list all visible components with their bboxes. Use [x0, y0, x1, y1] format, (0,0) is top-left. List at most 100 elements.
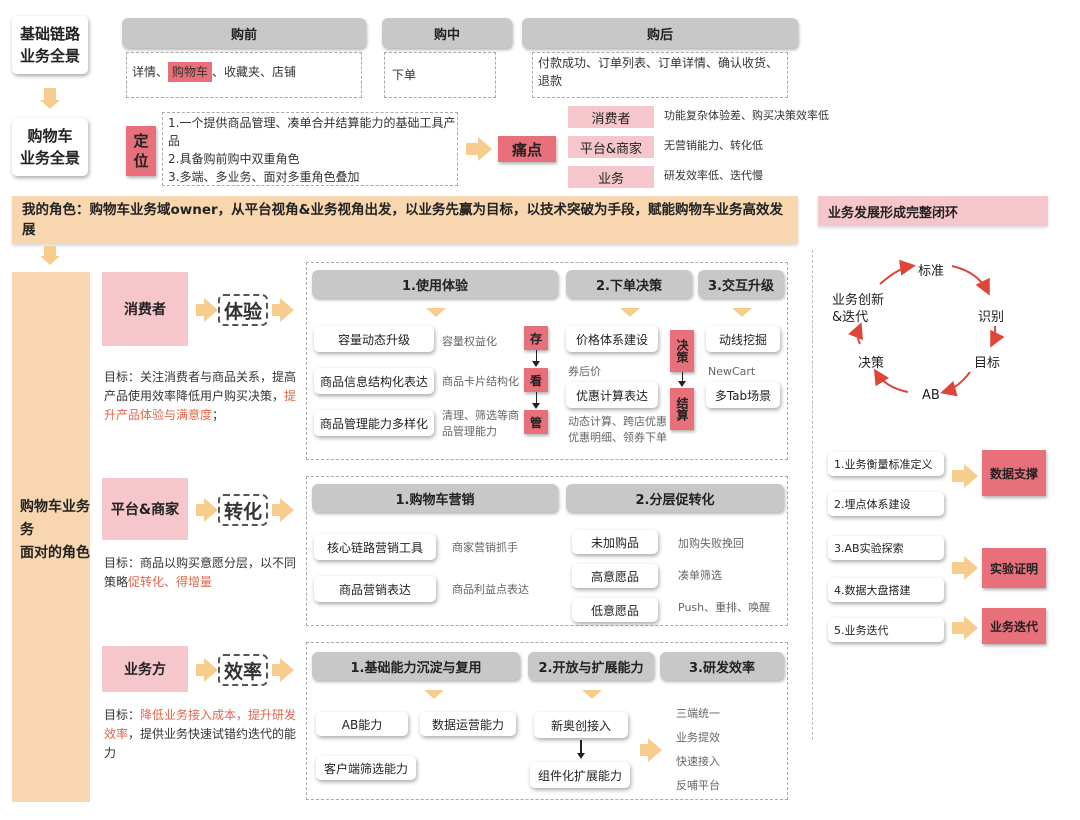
down-arrow-icon — [732, 308, 752, 317]
flow-line — [580, 740, 582, 754]
loop-node-innovation: 业务创新 &迭代 — [832, 293, 885, 325]
right-arrow-icon — [964, 556, 978, 580]
item-core-marketing-tool: 核心链路营销工具 — [314, 534, 436, 560]
loop-node-identify: 识别 — [978, 310, 1005, 325]
item-flow-mining: 动线挖掘 — [706, 326, 780, 352]
during-items-box — [384, 52, 496, 98]
down-arrow-icon — [40, 100, 60, 109]
pain-desc-business: 研发效率低、迭代慢 — [664, 169, 763, 182]
role-business: 业务方 — [102, 646, 188, 692]
flow-arrowhead — [532, 403, 540, 409]
item-data-ops: 数据运营能力 — [420, 712, 516, 736]
note-merchant-tool: 商家营销抓手 — [452, 541, 518, 554]
position-1: 1.一个提供商品管理、凑单合并结算能力的基础工具产品 — [168, 116, 456, 148]
loop-arrow — [940, 371, 971, 397]
header-open-extension: 2.开放与扩展能力 — [528, 652, 654, 680]
right-arrow-icon — [952, 562, 964, 574]
flow-line — [536, 392, 537, 404]
cart-role-label: 购物车业务 务 面对的角色 — [20, 499, 90, 561]
business-loop-diagram — [848, 259, 1005, 397]
note-benefit-point: 商品利益点表达 — [452, 583, 529, 596]
tag-biz-iteration: 业务迭代 — [982, 608, 1046, 644]
item-ab-capability: AB能力 — [316, 712, 408, 736]
header-dev-efficiency: 3.研发效率 — [660, 652, 784, 680]
chip-view: 看 — [524, 368, 548, 392]
loop-arrow — [873, 368, 909, 393]
note-product-card: 商品卡片结构化 — [442, 375, 519, 388]
down-arrow-icon — [582, 690, 602, 699]
right-arrow-icon — [466, 143, 478, 155]
during-items: 下单 — [392, 68, 417, 82]
right-divider — [812, 250, 813, 740]
pain-desc-platform: 无营销能力、转化低 — [664, 139, 763, 152]
chip-settle: 结算 — [670, 388, 694, 430]
position-3: 3.多端、多业务、面对多重角色叠加 — [168, 170, 360, 184]
right-arrow-icon — [196, 664, 204, 676]
down-arrow-icon — [44, 88, 56, 100]
flow-arrowhead — [678, 381, 686, 387]
aspect-conversion: 转化 — [218, 494, 268, 526]
note-capacity: 容量权益化 — [442, 335, 497, 348]
note-dynamic-calc: 动态计算、跨店优惠优惠明细、领券下单 — [568, 415, 667, 444]
merchant-panel — [306, 476, 788, 626]
position-label: 定 位 — [126, 126, 156, 176]
position-2: 2.具备购前购中双重角色 — [168, 152, 300, 166]
tag-experiment-proof: 实验证明 — [982, 548, 1046, 588]
after-items: 付款成功、订单列表、订单详情、确认收货、退款 — [538, 56, 779, 88]
header-order-decision: 2.下单决策 — [566, 270, 692, 298]
right-arrow-icon — [280, 658, 294, 682]
item-component-extension: 组件化扩展能力 — [530, 762, 630, 788]
loop-title: 业务发展形成完整闭环 — [818, 196, 1048, 226]
pain-role-business: 业务 — [568, 166, 654, 188]
note-fast-access: 快速接入 — [676, 755, 720, 768]
right-arrow-icon — [648, 738, 662, 762]
role-platform-merchant: 平台&商家 — [102, 478, 188, 540]
step-data-dashboard: 4.数据大盘搭建 — [828, 578, 944, 602]
header-usage-experience: 1.使用体验 — [312, 270, 558, 298]
right-arrow-icon — [280, 498, 294, 522]
header-base-capability: 1.基础能力沉淀与复用 — [312, 652, 520, 680]
down-arrow-icon — [620, 308, 640, 317]
aspect-experience: 体验 — [218, 294, 268, 326]
loop-arrow — [951, 265, 990, 296]
base-chain-title: 基础链路 业务全景 — [12, 16, 88, 74]
item-not-added: 未加购品 — [572, 530, 658, 554]
down-arrow-icon — [40, 256, 60, 265]
pain-role-platform: 平台&商家 — [568, 136, 654, 158]
header-cart-marketing: 1.购物车营销 — [312, 484, 558, 512]
before-items-box — [126, 52, 362, 98]
header-layered-conversion: 2.分层促转化 — [566, 484, 784, 512]
loop-arrow — [990, 325, 1005, 348]
item-multi-tab: 多Tab场景 — [706, 382, 780, 408]
right-arrow-icon — [204, 498, 218, 522]
loop-node-decision: 决策 — [858, 356, 885, 371]
chip-manage: 管 — [524, 410, 548, 434]
step-biz-iteration: 5.业务迭代 — [828, 618, 944, 642]
item-high-intent: 高意愿品 — [572, 564, 658, 588]
loop-node-ab: AB — [922, 388, 940, 403]
flow-arrowhead — [577, 753, 585, 759]
note-after-coupon: 券后价 — [568, 365, 601, 378]
pain-label: 痛点 — [498, 136, 556, 162]
step-metric-definition: 1.业务衡量标准定义 — [828, 452, 944, 476]
header-after-purchase: 购后 — [522, 18, 798, 48]
down-arrow-icon — [426, 308, 446, 317]
item-price-system: 价格体系建设 — [566, 326, 658, 352]
business-panel — [306, 642, 788, 800]
item-product-manage: 商品管理能力多样化 — [314, 410, 434, 436]
item-low-intent: 低意愿品 — [572, 598, 658, 622]
note-add-fail: 加购失败挽回 — [678, 537, 744, 550]
item-product-marketing: 商品营销表达 — [314, 576, 436, 602]
item-client-filter: 客户端筛选能力 — [316, 756, 416, 780]
pain-desc-consumer: 功能复杂体验差、购买决策效率低 — [664, 109, 829, 122]
role-banner: 我的角色：购物车业务域owner，从平台视角&业务视角出发，以业务先赢为目标，以… — [12, 196, 798, 244]
right-arrow-icon — [952, 622, 964, 634]
position-box — [162, 112, 458, 186]
right-arrow-icon — [272, 664, 280, 676]
cart-panorama-title: 购物车 业务全景 — [12, 118, 88, 176]
note-bundle-filter: 凑单筛选 — [678, 569, 722, 582]
right-arrow-icon — [964, 464, 978, 488]
right-arrow-icon — [964, 616, 978, 640]
right-arrow-icon — [196, 504, 204, 516]
pain-role-consumer: 消费者 — [568, 106, 654, 128]
